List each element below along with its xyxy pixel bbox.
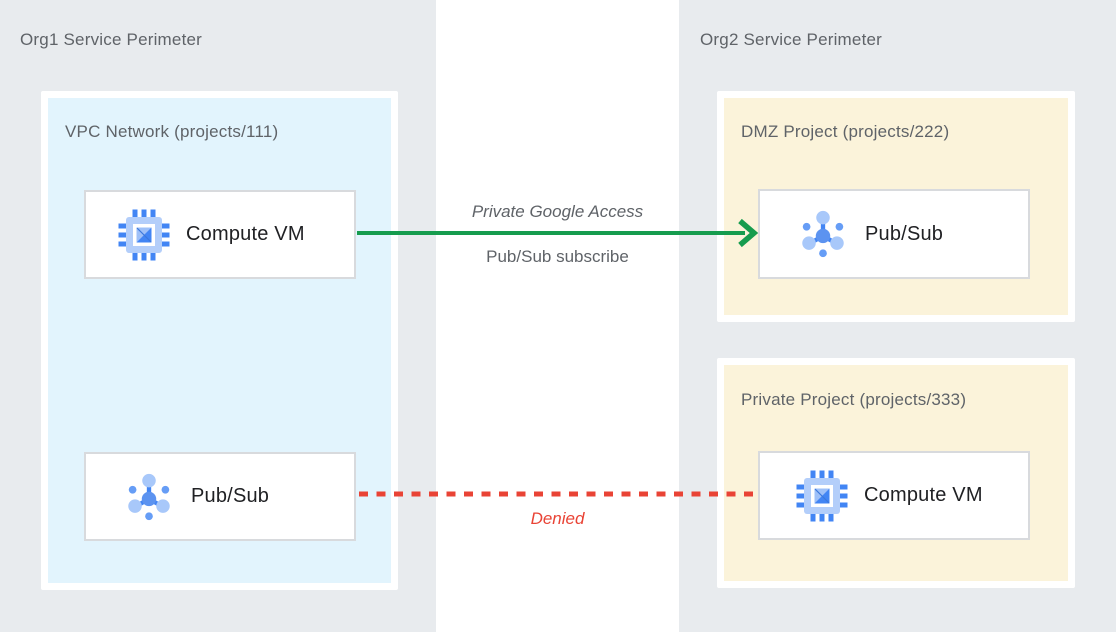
private-google-access-label: Private Google Access <box>471 202 644 221</box>
denied-label: Denied <box>530 509 585 528</box>
compute-engine-icon <box>118 209 170 260</box>
dmz-project-title: DMZ Project (projects/222) <box>741 122 950 141</box>
pubsub-icon <box>128 473 170 520</box>
org1-perimeter-title: Org1 Service Perimeter <box>20 30 203 49</box>
private-project-title: Private Project (projects/333) <box>741 390 967 409</box>
compute-engine-icon <box>796 470 848 521</box>
vpc-network-title: VPC Network (projects/111) <box>65 122 279 141</box>
org2-perimeter-title: Org2 Service Perimeter <box>700 30 883 49</box>
pubsub-subscribe-label: Pub/Sub subscribe <box>486 247 629 266</box>
pubsub-icon <box>802 210 844 258</box>
private-compute-vm-card: Compute VM <box>758 451 1030 540</box>
org1-pubsub-card: Pub/Sub <box>84 452 356 541</box>
org1-pubsub-label: Pub/Sub <box>191 485 270 507</box>
org1-compute-vm-label: Compute VM <box>186 223 305 245</box>
org1-compute-vm-card: Compute VM <box>84 190 356 279</box>
private-compute-vm-label: Compute VM <box>864 484 983 506</box>
dmz-pubsub-label: Pub/Sub <box>865 222 944 245</box>
dmz-pubsub-card: Pub/Sub <box>758 189 1030 279</box>
